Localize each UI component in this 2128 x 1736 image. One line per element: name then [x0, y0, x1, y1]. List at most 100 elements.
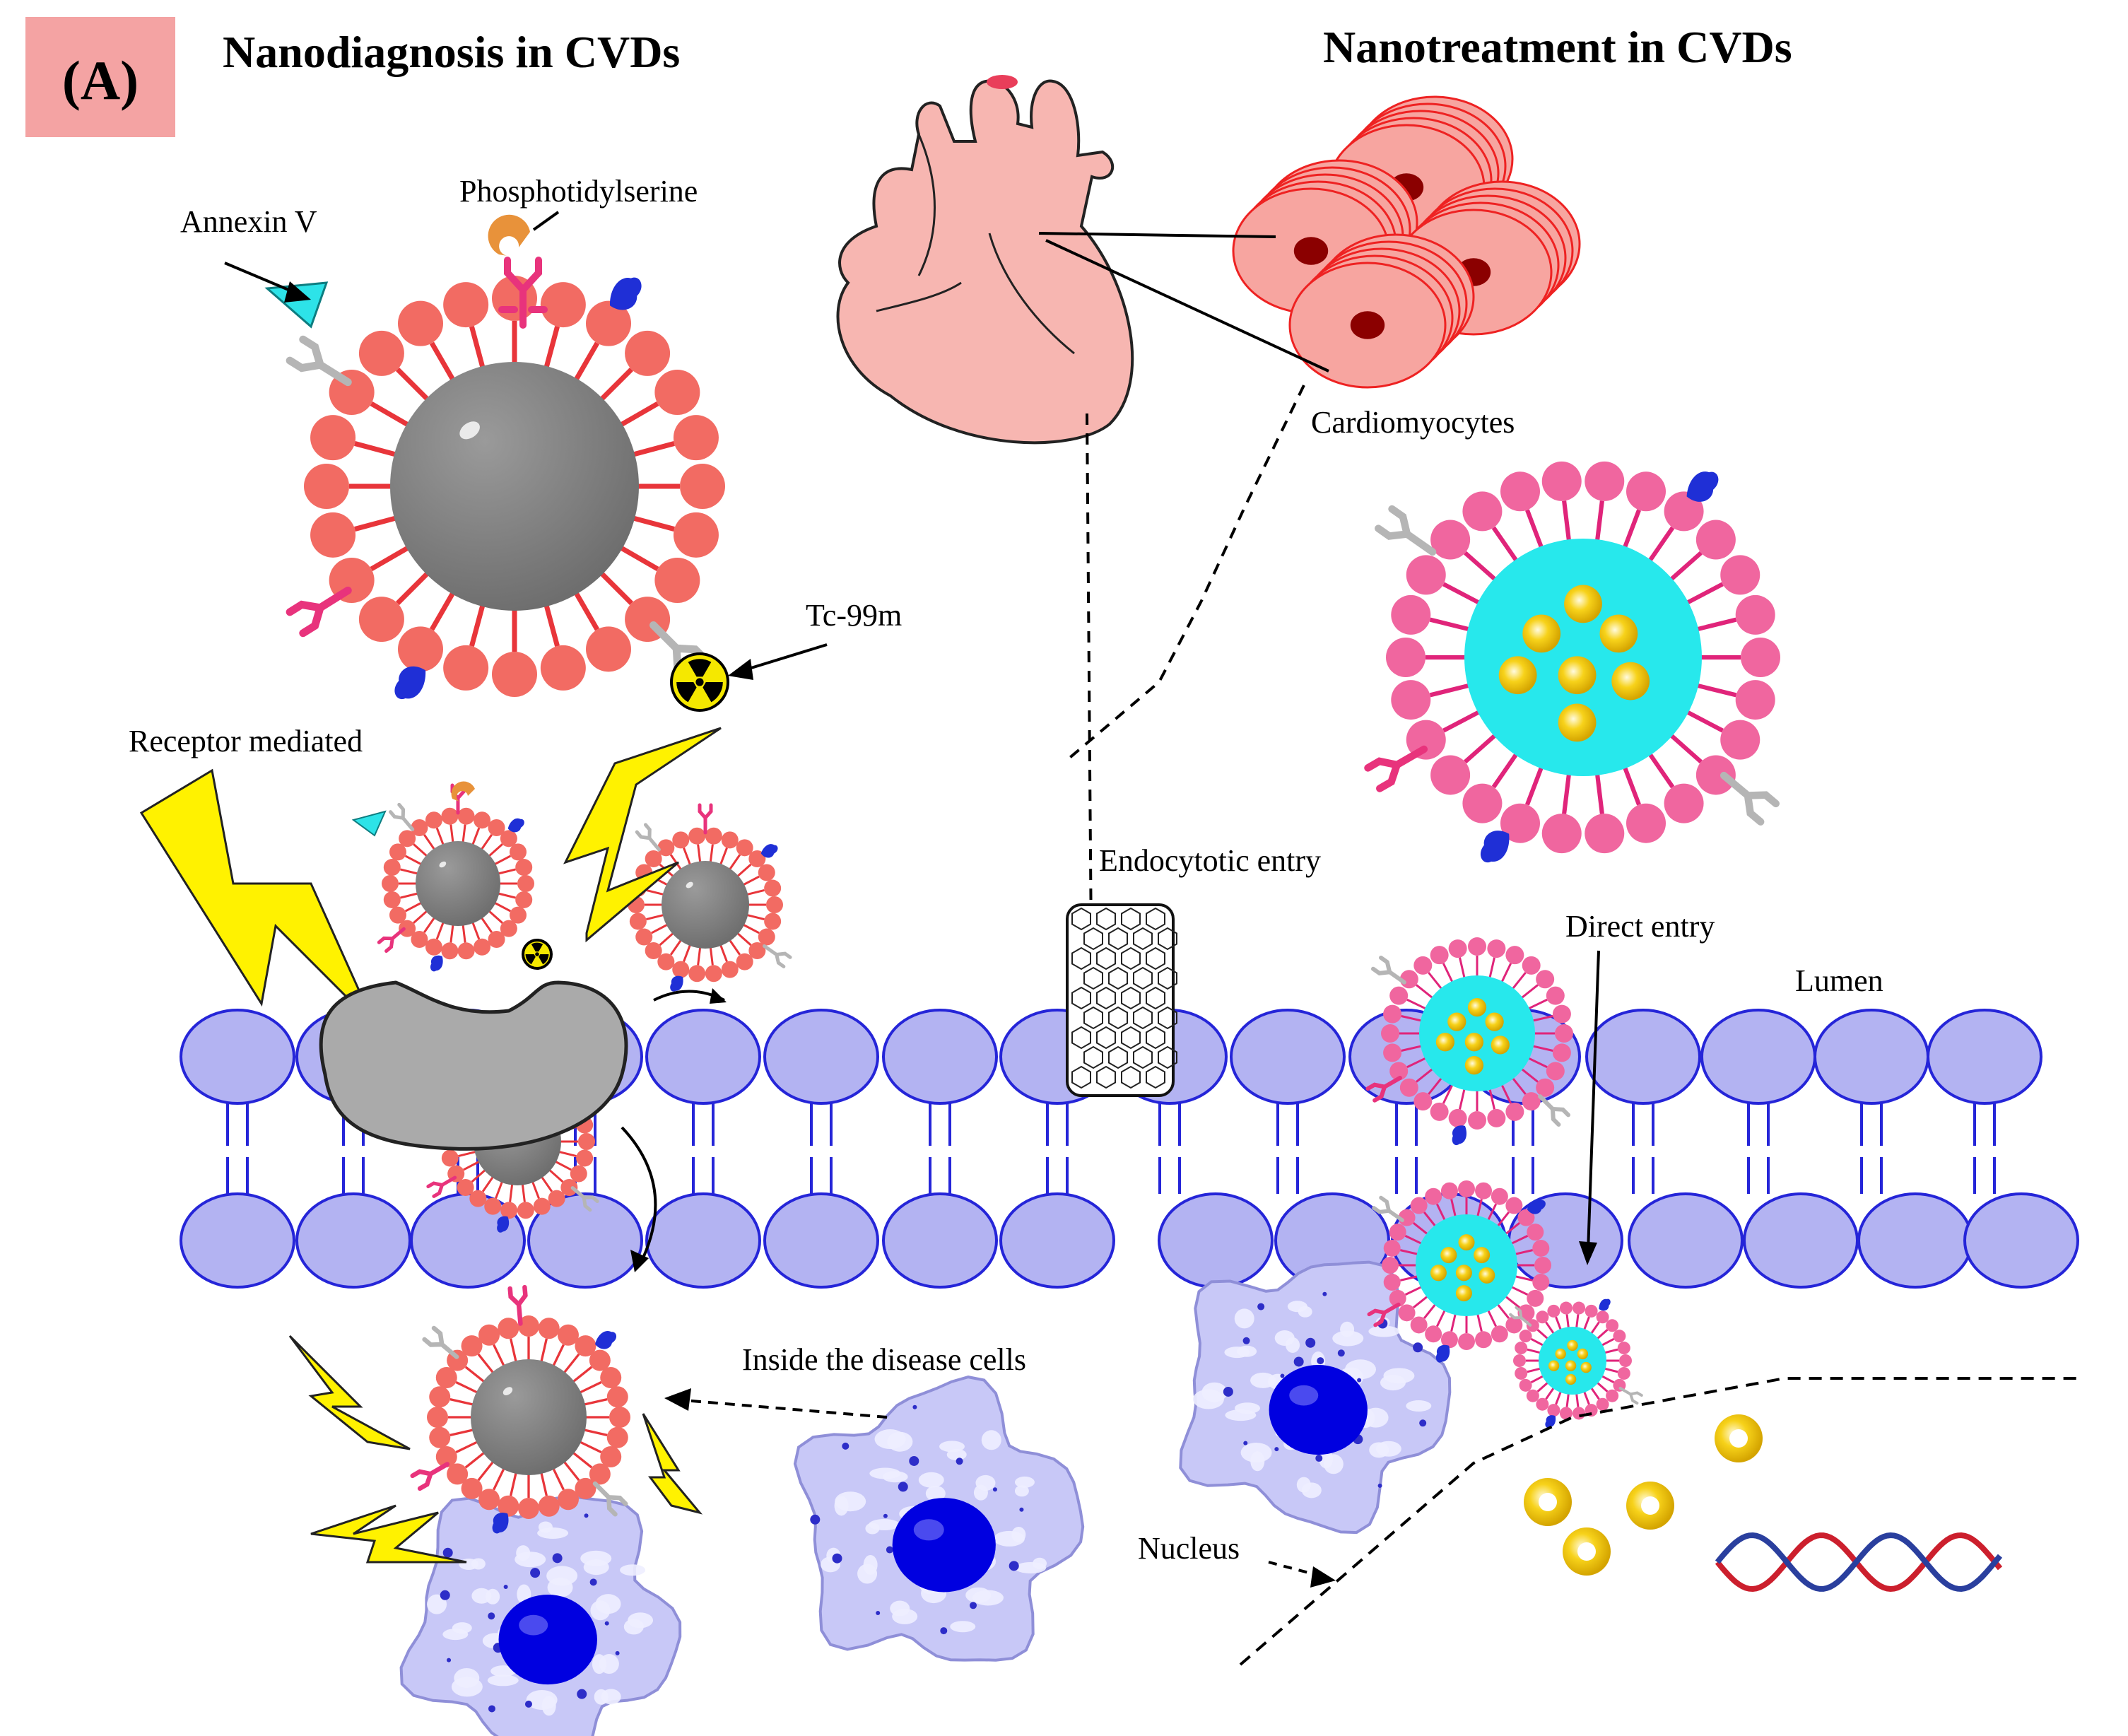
lipid-head [304, 464, 349, 509]
cardiomyocyte-nucleus [1293, 237, 1329, 265]
annexin-triangle-icon [264, 281, 329, 329]
lipid-tail [1594, 769, 1604, 814]
lipid-tail [510, 1338, 518, 1364]
lipid-head [398, 626, 443, 672]
drug-payload [1458, 1234, 1475, 1251]
granule [1293, 1356, 1304, 1367]
vacuole [950, 1621, 976, 1633]
lipid-tail [683, 848, 692, 867]
lipid-head-bottom [999, 1192, 1115, 1289]
lipid-head [657, 953, 675, 970]
lipid-head [1617, 1366, 1630, 1380]
lipid-head [625, 330, 671, 376]
drug-payload [1599, 614, 1638, 653]
lipid-head [443, 645, 489, 691]
protein-blob-icon [1545, 1415, 1556, 1428]
lipid-tail [370, 401, 413, 430]
lipid-head-bottom [1628, 1192, 1744, 1289]
antibody-icon [410, 1462, 450, 1491]
lipid-head [1391, 594, 1431, 635]
antibody-pink-ligand [286, 586, 352, 638]
treatment-liposome-small [1365, 937, 1573, 1146]
lipid-tail [464, 1366, 487, 1384]
lipid-tail [709, 946, 714, 966]
hexagon [1121, 907, 1141, 931]
vacuole [981, 1430, 1001, 1450]
lipid-tail [719, 848, 728, 867]
curved-arrowhead [710, 988, 727, 1004]
disease-cells [399, 1260, 1452, 1736]
curved-arrow [621, 1126, 657, 1266]
lipid-head [1664, 491, 1704, 532]
cardio-pointer-line [1045, 239, 1329, 373]
lipid-head [478, 1489, 500, 1511]
antibody-icon [1618, 1386, 1643, 1405]
lipid-tail [1513, 1274, 1533, 1282]
lipid-tail [736, 931, 752, 946]
granule [488, 1705, 495, 1713]
label-nucleus: Nucleus [1138, 1531, 1240, 1566]
nucleus-boundary-line [1239, 1377, 2078, 1666]
lipid-head-bottom [295, 1192, 411, 1289]
granule [442, 1547, 453, 1558]
lipid-head [500, 830, 517, 848]
drug-payload [1464, 1033, 1484, 1052]
granule [1243, 1441, 1248, 1445]
lipid-head [1515, 1342, 1528, 1355]
lipid-head [1522, 956, 1541, 975]
lipid-head-bottom [1507, 1192, 1623, 1289]
lipid-head [435, 1367, 457, 1389]
lipid-tail [1442, 708, 1485, 733]
lipid-head [1585, 814, 1625, 854]
vacuole [874, 1429, 906, 1450]
diagnostic-nanoparticle-internal [410, 1284, 630, 1534]
vacuole [599, 1654, 619, 1675]
ps-arrow [532, 211, 560, 231]
vacuole [1225, 1409, 1257, 1421]
lipid-head [654, 558, 700, 603]
granule [1019, 1507, 1024, 1512]
lipid-tail [449, 1398, 476, 1407]
granule [1317, 1357, 1324, 1365]
lipid-head [1536, 1397, 1549, 1411]
lipid-tail [455, 1381, 480, 1395]
lipid-head-top [882, 1009, 998, 1105]
lipid-head [474, 938, 491, 956]
lipid-head [1386, 638, 1425, 677]
lipid-head [1515, 1366, 1528, 1380]
lipid-tail [1400, 1274, 1420, 1282]
blue-blob-ligand [595, 1331, 616, 1349]
lipid-head [1462, 783, 1503, 823]
lipid-tail [1495, 1212, 1510, 1228]
lipid-tail [1476, 1312, 1483, 1332]
lipid-head [578, 1133, 595, 1150]
vacuole [538, 1521, 553, 1533]
lipid-tail [400, 868, 420, 875]
lipid-tail [370, 543, 413, 572]
cardio-pointer-line [1038, 232, 1276, 238]
lipid-head [1596, 1310, 1609, 1324]
lipid-head [1606, 1389, 1619, 1402]
lipid-head [488, 931, 505, 949]
hexagon [1121, 1026, 1141, 1050]
hexagon [1083, 1045, 1103, 1069]
lipid-tail [697, 946, 702, 966]
lipid-head [1513, 1354, 1526, 1367]
lipid-tail [1401, 1015, 1424, 1023]
nanoparticles [286, 214, 1780, 1534]
lipid-tail [471, 920, 481, 940]
granule [970, 1602, 977, 1609]
lipid-tail [1603, 1367, 1618, 1373]
lipid-tail [1575, 1314, 1580, 1329]
vacuole [427, 1594, 447, 1614]
lipid-head [1573, 1301, 1586, 1315]
lightning-icon [310, 1504, 467, 1564]
drug-payload [1435, 1033, 1455, 1052]
drug-payload [1565, 1373, 1577, 1385]
lipid-tail [577, 1381, 602, 1395]
lipid-head [498, 1495, 519, 1517]
drug-payload [1467, 997, 1487, 1017]
hexagon [1146, 1026, 1165, 1050]
lipid-tail [496, 892, 516, 899]
